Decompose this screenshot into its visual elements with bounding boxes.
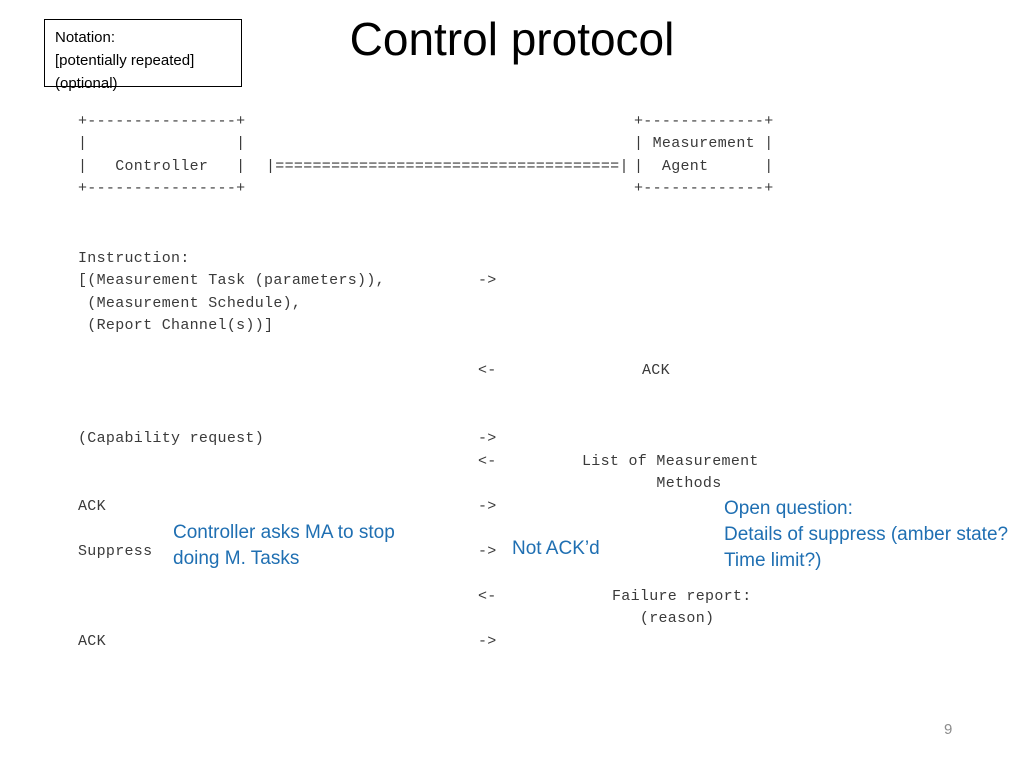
message-ack1-arrow: <- (478, 362, 497, 379)
message-instruction-arrow: -> (478, 272, 497, 289)
ascii-controller-box: +----------------+ | | | Controller | +-… (78, 113, 246, 197)
message-ack2-arrow: -> (478, 498, 497, 515)
ascii-connector-line: |=====================================| (266, 158, 629, 175)
message-ack3-arrow: -> (478, 633, 497, 650)
annotation-not-ackd: Not ACK’d (512, 538, 600, 559)
annotation-controller-asks: Controller asks MA to stop doing M. Task… (173, 522, 395, 569)
message-capability-request-text: (Capability request) (78, 430, 265, 447)
ascii-measurement-agent-box: +-------------+ | Measurement | | Agent … (634, 113, 774, 197)
message-failure-report-arrow: <- (478, 588, 497, 605)
message-ack3-text: ACK (78, 633, 106, 650)
message-list-methods-arrow: <- (478, 453, 497, 470)
message-ack1-text: ACK (642, 362, 670, 379)
page-title: Control protocol (349, 13, 675, 65)
message-instruction-text: Instruction: [(Measurement Task (paramet… (78, 250, 385, 334)
notation-line-3: (optional) (55, 75, 118, 92)
notation-line-1: Notation: (55, 29, 116, 46)
message-capability-request-arrow: -> (478, 430, 497, 447)
message-list-methods-text: List of Measurement Methods (582, 453, 759, 493)
message-suppress-arrow: -> (478, 543, 497, 560)
notation-legend-box: Notation: [potentially repeated] (option… (44, 19, 242, 92)
message-failure-report-text: Failure report: (reason) (612, 588, 752, 628)
annotation-open-question: Open question: Details of suppress (ambe… (724, 498, 1009, 571)
message-suppress-text: Suppress (78, 543, 153, 560)
page-number: 9 (944, 721, 953, 738)
notation-line-2: [potentially repeated] (55, 52, 195, 69)
message-ack2-text: ACK (78, 498, 106, 515)
